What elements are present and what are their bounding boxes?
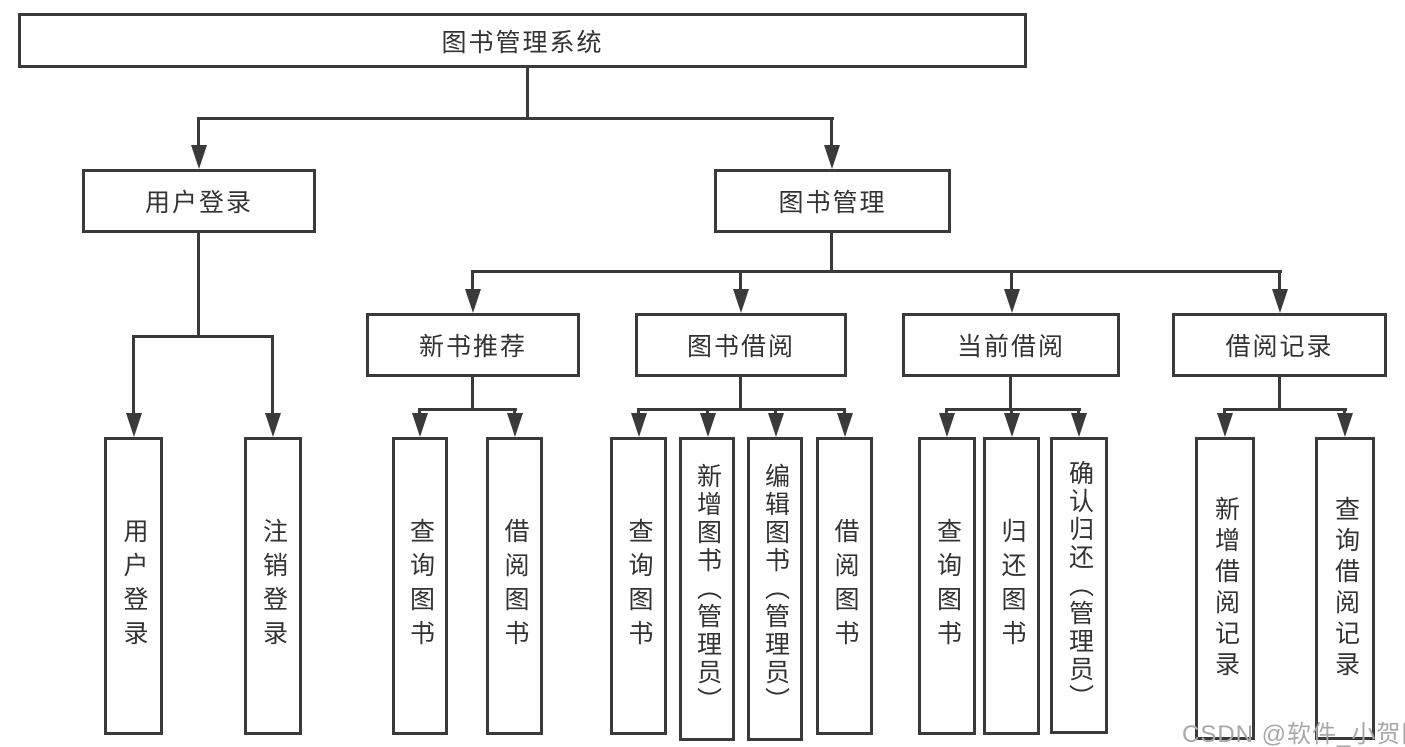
arrow-down-icon [1343, 408, 1346, 413]
connector-line [830, 233, 833, 273]
node-book-management: 图书管理 [714, 169, 951, 233]
leaf-query-books-2: 查询图书 [610, 437, 667, 735]
node-new-book-recommendation: 新书推荐 [366, 313, 580, 377]
leaf-confirm-return-admin: 确认归还（管理员） [1050, 437, 1108, 734]
node-user-login: 用户登录 [82, 169, 316, 233]
leaf-logout: 注销登录 [244, 437, 302, 735]
leaf-query-books-1: 查询图书 [392, 437, 448, 735]
leaf-query-books-2-label: 查询图书 [625, 518, 653, 654]
leaf-user-login-label: 用户登录 [120, 518, 148, 654]
arrow-down-icon [197, 117, 200, 145]
leaf-borrow-books-1: 借阅图书 [486, 437, 543, 735]
node-current-borrowing-label: 当前借阅 [956, 333, 1065, 361]
arrow-down-icon [271, 335, 274, 413]
connector-line [945, 408, 1081, 411]
connector-line [637, 408, 846, 411]
arrow-down-icon [132, 335, 135, 413]
node-book-borrowing-label: 图书借阅 [686, 333, 795, 361]
leaf-user-login: 用户登录 [104, 437, 163, 735]
connector-line [1278, 377, 1281, 411]
arrow-down-icon [1077, 408, 1080, 413]
leaf-query-borrow-record: 查询借阅记录 [1315, 437, 1375, 740]
arrow-down-icon [706, 408, 709, 413]
connector-line [133, 335, 274, 338]
leaf-query-books-3-label: 查询图书 [933, 518, 962, 654]
connector-line [739, 377, 742, 411]
leaf-borrow-books-2: 借阅图书 [816, 437, 873, 735]
connector-line [197, 233, 200, 338]
node-new-book-recommendation-label: 新书推荐 [418, 333, 527, 361]
node-library-system-label: 图书管理系统 [441, 28, 604, 57]
arrow-down-icon [1010, 270, 1013, 289]
leaf-logout-label: 注销登录 [259, 518, 288, 654]
node-book-management-label: 图书管理 [778, 189, 887, 217]
node-book-borrowing: 图书借阅 [635, 313, 847, 377]
leaf-borrow-books-1-label: 借阅图书 [501, 518, 529, 654]
connector-line [471, 377, 474, 411]
connector-line [197, 117, 834, 120]
csdn-watermark: CSDN @软件_小贺同学 [1182, 721, 1405, 747]
connector-line [418, 408, 517, 411]
connector-line [1009, 377, 1012, 411]
connector-line [471, 270, 1282, 273]
arrow-down-icon [1223, 408, 1226, 413]
leaf-add-borrow-record-label: 新增借阅记录 [1211, 495, 1240, 682]
leaf-borrow-books-2-label: 借阅图书 [831, 518, 859, 654]
arrow-down-icon [945, 408, 948, 413]
node-borrowing-records-label: 借阅记录 [1225, 333, 1334, 361]
arrow-down-icon [739, 270, 742, 289]
arrow-down-icon [471, 270, 474, 289]
leaf-query-books-1-label: 查询图书 [406, 518, 435, 654]
connector-line [526, 66, 529, 120]
arrow-down-icon [774, 408, 777, 413]
arrow-down-icon [418, 408, 421, 413]
leaf-return-books: 归还图书 [983, 437, 1040, 735]
leaf-edit-books-admin: 编辑图书（管理员） [747, 437, 803, 741]
leaf-add-books-admin: 新增图书（管理员） [679, 437, 735, 741]
node-library-system: 图书管理系统 [18, 13, 1027, 68]
leaf-edit-books-admin-label: 编辑图书（管理员） [761, 463, 790, 715]
leaf-add-books-admin-label: 新增图书（管理员） [693, 463, 722, 715]
arrow-down-icon [1278, 270, 1281, 289]
leaf-return-books-label: 归还图书 [998, 518, 1026, 654]
leaf-query-books-3: 查询图书 [918, 437, 976, 735]
leaf-query-borrow-record-label: 查询借阅记录 [1331, 495, 1360, 682]
leaf-add-borrow-record: 新增借阅记录 [1195, 437, 1255, 740]
node-current-borrowing: 当前借阅 [902, 313, 1120, 377]
node-user-login-label: 用户登录 [144, 189, 253, 217]
arrow-down-icon [513, 408, 516, 413]
arrow-down-icon [1010, 408, 1013, 413]
arrow-down-icon [830, 117, 833, 145]
leaf-confirm-return-admin-label: 确认归还（管理员） [1065, 459, 1094, 712]
arrow-down-icon [637, 408, 640, 413]
node-borrowing-records: 借阅记录 [1172, 313, 1387, 377]
connector-line [1223, 408, 1347, 411]
arrow-down-icon [843, 408, 846, 413]
